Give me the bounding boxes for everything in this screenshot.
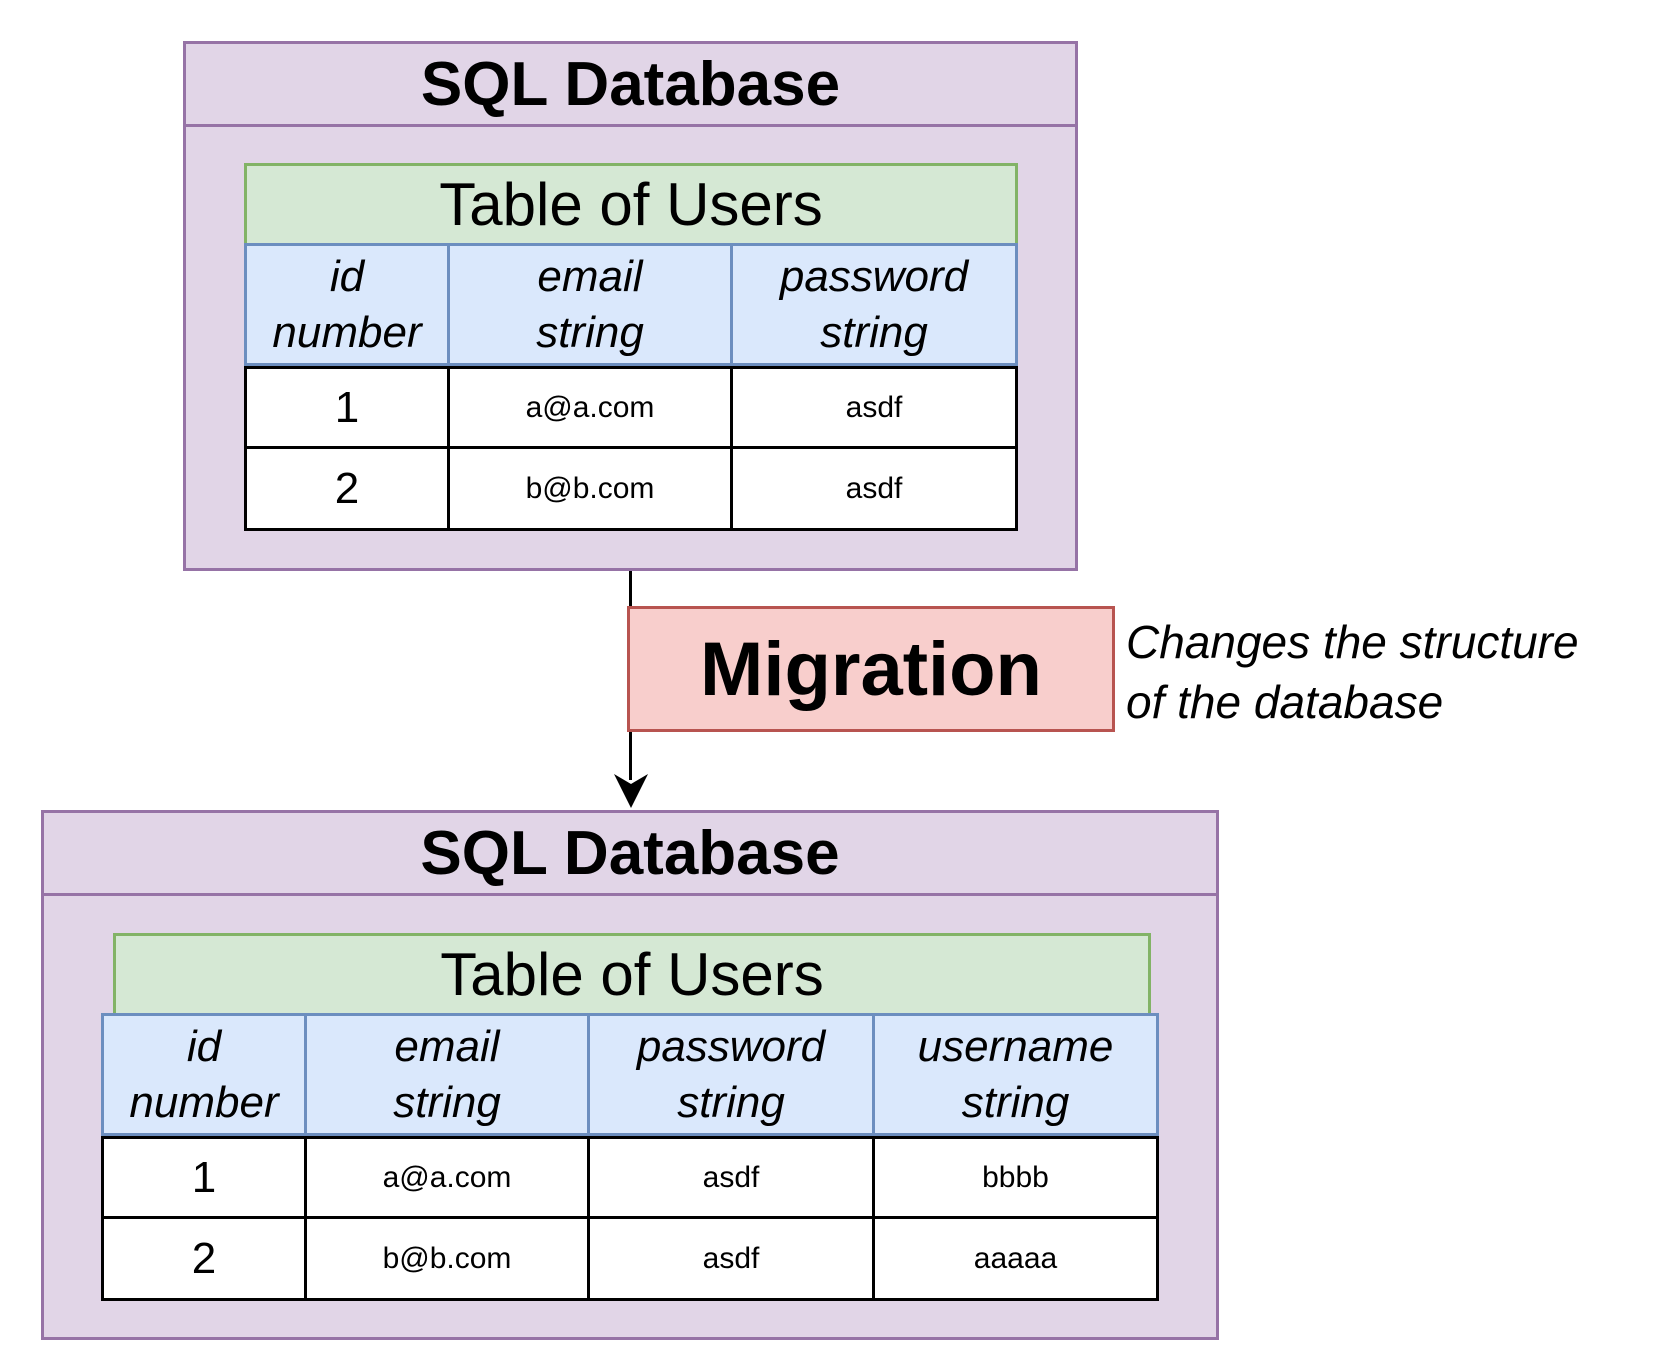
- column-type: string: [820, 307, 928, 357]
- column-name: email: [394, 1021, 500, 1071]
- migration-box: Migration: [627, 606, 1115, 732]
- table-title: Table of Users: [244, 163, 1018, 246]
- column-header-email: email string: [304, 1013, 590, 1136]
- column-name: password: [779, 251, 969, 301]
- connector-line: [629, 571, 632, 608]
- column-name: username: [917, 1021, 1114, 1071]
- note-line: of the database: [1126, 676, 1444, 728]
- table-cell: 2: [101, 1216, 307, 1301]
- table-cell: 1: [244, 366, 450, 449]
- table-cell: a@a.com: [447, 366, 733, 449]
- table-cell: asdf: [587, 1136, 875, 1219]
- migration-note: Changes the structure of the database: [1126, 612, 1579, 732]
- table-cell: asdf: [587, 1216, 875, 1301]
- database-title: SQL Database: [186, 44, 1075, 127]
- column-header-username: username string: [872, 1013, 1159, 1136]
- column-type: string: [393, 1077, 501, 1127]
- column-header-id: id number: [244, 243, 450, 366]
- table-cell: 2: [244, 446, 450, 531]
- column-header-password: password string: [587, 1013, 875, 1136]
- table-cell: 1: [101, 1136, 307, 1219]
- table-title: Table of Users: [113, 933, 1151, 1016]
- table-cell: aaaaa: [872, 1216, 1159, 1301]
- table-cell: asdf: [730, 366, 1018, 449]
- column-header-id: id number: [101, 1013, 307, 1136]
- column-header-password: password string: [730, 243, 1018, 366]
- column-name: id: [186, 1021, 222, 1071]
- database-title: SQL Database: [44, 813, 1216, 896]
- column-type: string: [677, 1077, 785, 1127]
- table-cell: b@b.com: [304, 1216, 590, 1301]
- column-name: email: [537, 251, 643, 301]
- note-line: Changes the structure: [1126, 616, 1579, 668]
- column-header-email: email string: [447, 243, 733, 366]
- column-type: string: [961, 1077, 1070, 1127]
- arrow-line: [629, 732, 632, 780]
- table-cell: a@a.com: [304, 1136, 590, 1219]
- column-type: number: [272, 307, 422, 357]
- table-cell: b@b.com: [447, 446, 733, 531]
- column-name: id: [329, 251, 365, 301]
- table-cell: asdf: [730, 446, 1018, 531]
- table-cell: bbbb: [872, 1136, 1159, 1219]
- column-type: string: [536, 307, 644, 357]
- column-type: number: [129, 1077, 279, 1127]
- arrow-head-icon: [614, 774, 648, 808]
- column-name: password: [636, 1021, 826, 1071]
